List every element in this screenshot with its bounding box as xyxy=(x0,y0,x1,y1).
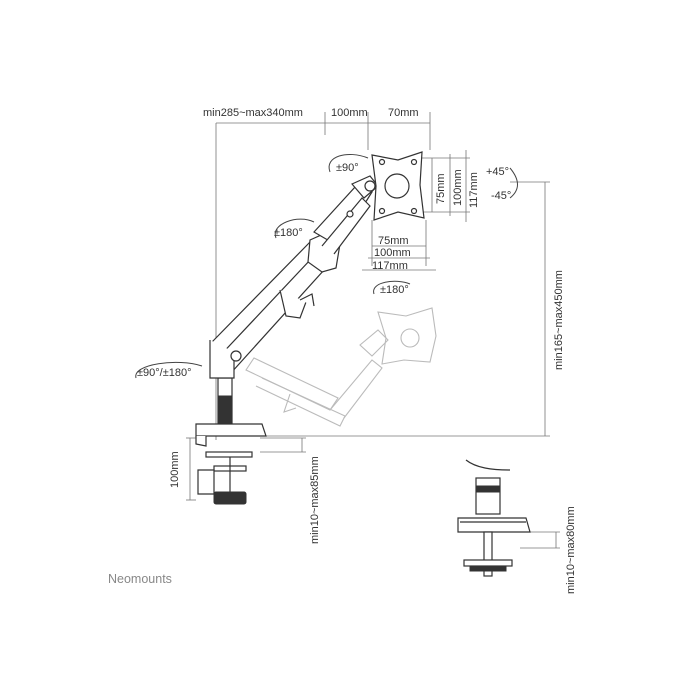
ghost-arm xyxy=(245,307,437,427)
desk-clamp xyxy=(195,423,267,505)
grommet-detail xyxy=(457,459,531,577)
rotate-minus-label: -45° xyxy=(491,190,511,202)
rotation-arrows xyxy=(135,154,518,379)
monitor-arm xyxy=(209,175,379,425)
offset-70-label: 70mm xyxy=(388,107,419,119)
swivel-180-top-label: ±180° xyxy=(274,227,303,239)
vesa-v75-label: 75mm xyxy=(435,173,447,204)
tilt-90-label: ±90° xyxy=(336,162,359,174)
dimension-labels: min285~max340mm 100mm 70mm ±90° ±180° ±1… xyxy=(137,107,577,594)
grommet-desk-label: min10~max80mm xyxy=(565,506,577,594)
vesa-h117-label: 117mm xyxy=(372,260,408,272)
clamp-100-label: 100mm xyxy=(169,451,181,488)
vesa-v100-label: 100mm xyxy=(452,169,464,206)
rotate-plus-label: +45° xyxy=(486,166,509,178)
dimension-lines xyxy=(186,112,560,549)
swivel-180-mid-label: ±180° xyxy=(380,284,409,296)
offset-100-label: 100mm xyxy=(331,107,368,119)
brand-logo-text: Neomounts xyxy=(108,572,172,586)
arm-reach-label: min285~max340mm xyxy=(203,107,303,119)
clamp-desk-label: min10~max85mm xyxy=(309,456,321,544)
vesa-h75-label: 75mm xyxy=(378,235,409,247)
vesa-h100-label: 100mm xyxy=(374,247,411,259)
base-rotation-label: ±90°/±180° xyxy=(137,367,192,379)
height-range-label: min165~max450mm xyxy=(553,270,565,370)
vesa-v117-label: 117mm xyxy=(468,172,480,208)
vesa-plate xyxy=(371,151,425,221)
